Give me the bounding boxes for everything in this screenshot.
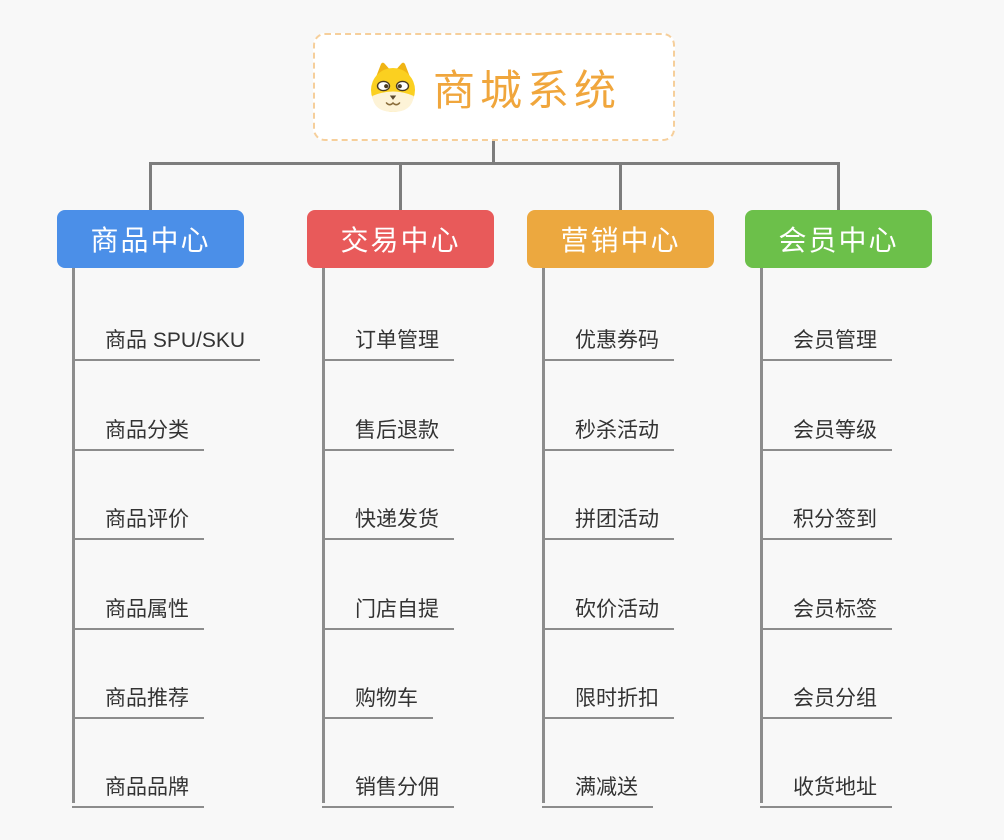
sub-item[interactable]: 限时折扣 <box>542 676 674 719</box>
sub-item-label: 订单管理 <box>355 329 439 352</box>
root-label: 商城系统 <box>432 66 621 114</box>
sub-item-label: 会员等级 <box>793 419 877 442</box>
sub-item-label: 销售分佣 <box>355 776 439 799</box>
sub-item-label: 商品品牌 <box>105 776 189 799</box>
sub-item-label: 满减送 <box>575 776 638 799</box>
sub-item[interactable]: 会员等级 <box>760 408 892 451</box>
dog-icon <box>370 62 415 112</box>
sub-item-label: 限时折扣 <box>575 687 659 710</box>
sub-item-label: 快递发货 <box>355 508 439 531</box>
root-stem-line <box>492 141 495 165</box>
sub-item[interactable]: 销售分佣 <box>322 765 454 808</box>
sub-item[interactable]: 商品属性 <box>72 587 204 630</box>
sub-item-label: 会员分组 <box>793 687 877 710</box>
sub-item[interactable]: 门店自提 <box>322 587 454 630</box>
branch-node-0[interactable]: 商品中心 <box>57 210 244 268</box>
sub-item[interactable]: 商品分类 <box>72 408 204 451</box>
branch-label: 营销中心 <box>560 225 681 256</box>
sub-item-label: 优惠券码 <box>575 329 659 352</box>
sub-item[interactable]: 拼团活动 <box>542 497 674 540</box>
sub-item-label: 商品属性 <box>105 598 189 621</box>
sub-item-label: 购物车 <box>355 687 418 710</box>
sub-item-label: 砍价活动 <box>575 598 659 621</box>
branch-drop-line <box>619 162 622 210</box>
sub-item[interactable]: 优惠券码 <box>542 318 674 361</box>
sub-item[interactable]: 订单管理 <box>322 318 454 361</box>
sub-item[interactable]: 会员标签 <box>760 587 892 630</box>
sub-item[interactable]: 会员分组 <box>760 676 892 719</box>
branch-node-1[interactable]: 交易中心 <box>307 210 494 268</box>
branch-trunk-line <box>542 268 545 803</box>
branch-drop-line <box>399 162 402 210</box>
sub-item-label: 门店自提 <box>355 598 439 621</box>
branch-label: 会员中心 <box>778 225 899 256</box>
sub-item-label: 商品 SPU/SKU <box>105 329 246 352</box>
sub-item-label: 拼团活动 <box>575 508 659 531</box>
sub-item-label: 售后退款 <box>355 419 439 442</box>
branch-drop-line <box>149 162 152 210</box>
sub-item-label: 会员标签 <box>793 598 877 621</box>
sub-item[interactable]: 秒杀活动 <box>542 408 674 451</box>
bus-line <box>149 162 840 165</box>
sub-item-label: 会员管理 <box>793 329 877 352</box>
sub-item[interactable]: 商品评价 <box>72 497 204 540</box>
branch-trunk-line <box>72 268 75 803</box>
sub-item-label: 积分签到 <box>793 508 877 531</box>
root-node[interactable]: 商城系统 <box>313 33 675 141</box>
branch-node-2[interactable]: 营销中心 <box>527 210 714 268</box>
sub-item[interactable]: 收货地址 <box>760 765 892 808</box>
sub-item-label: 商品评价 <box>105 508 189 531</box>
branch-drop-line <box>837 162 840 210</box>
branch-label: 商品中心 <box>90 225 211 256</box>
sub-item-label: 收货地址 <box>793 776 877 799</box>
sub-item[interactable]: 商品 SPU/SKU <box>72 318 261 361</box>
branch-trunk-line <box>760 268 763 803</box>
sub-item-label: 商品分类 <box>105 419 189 442</box>
branch-label: 交易中心 <box>340 225 461 256</box>
sub-item[interactable]: 满减送 <box>542 765 653 808</box>
sub-item[interactable]: 商品推荐 <box>72 676 204 719</box>
sub-item-label: 商品推荐 <box>105 687 189 710</box>
branch-node-3[interactable]: 会员中心 <box>745 210 932 268</box>
branch-trunk-line <box>322 268 325 803</box>
sub-item[interactable]: 会员管理 <box>760 318 892 361</box>
sub-item[interactable]: 售后退款 <box>322 408 454 451</box>
sub-item[interactable]: 砍价活动 <box>542 587 674 630</box>
sub-item-label: 秒杀活动 <box>575 419 659 442</box>
sub-item[interactable]: 购物车 <box>322 676 433 719</box>
sub-item[interactable]: 快递发货 <box>322 497 454 540</box>
sub-item[interactable]: 积分签到 <box>760 497 892 540</box>
sub-item[interactable]: 商品品牌 <box>72 765 204 808</box>
